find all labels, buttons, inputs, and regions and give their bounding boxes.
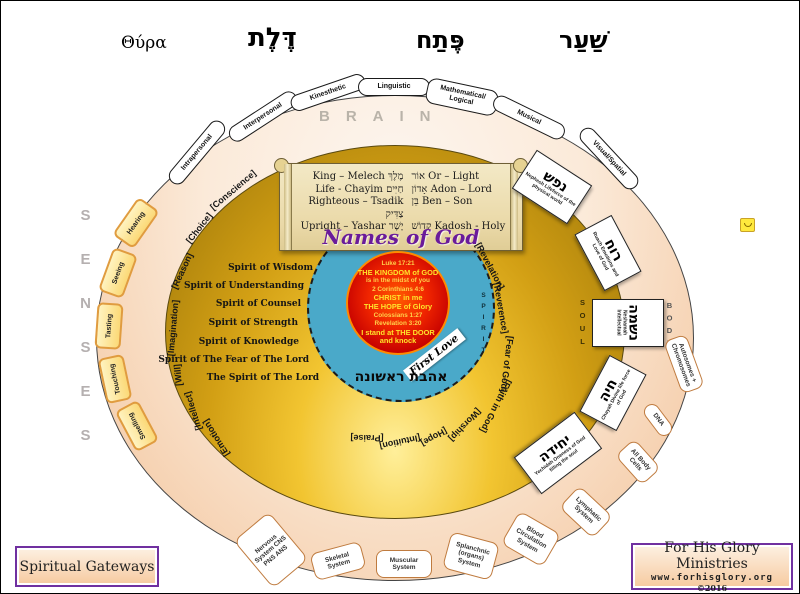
names-of-god-scroll: King – Melech מֶלֶךְ אוֹר Or – Light Life… (274, 158, 528, 251)
spirit-of-understanding: Spirit of Understanding (184, 281, 304, 291)
soul-level-neshamah: נשמה Neshamah Intellectual (592, 299, 664, 347)
scroll-roll-right (510, 164, 518, 250)
name-life: Life - Chayim חַיִּים (315, 183, 404, 195)
center-line-christ: CHRIST in me (373, 293, 423, 303)
faculty-will: [Will] (172, 363, 184, 387)
system-pill-muscular: Muscular System (376, 550, 432, 578)
sense-box-tasting: Tasting (94, 302, 124, 350)
center-line-revelation: Revelation 3:20 (374, 320, 422, 328)
center-line-hope: THE HOPE of Glory (363, 302, 433, 311)
center-line-midst: is in the midst of you (366, 277, 430, 285)
sticky-note-icon (740, 218, 755, 232)
poster-title-box: Spiritual Gateways (15, 546, 159, 587)
faculty-praise: [Praise] (350, 432, 384, 444)
poster-title: Spiritual Gateways (19, 558, 155, 575)
spirit-of-counsel: Spirit of Counsel (215, 299, 301, 309)
name-righteous: Righteous – Tsadik צַדִּיק (308, 196, 404, 220)
senses-region-label: SENSES (77, 207, 94, 471)
center-line-kingdom: THE KINGDOM of GOD (357, 267, 439, 277)
name-ben: בֵּן Ben – Son (411, 196, 473, 207)
gateway-word-greek: Θύρα (121, 33, 167, 53)
name-kadosh: קָדוֹשׁ Kadosh - Holy (411, 221, 506, 232)
body-region-label: BODY (665, 301, 674, 351)
name-or: אוֹר Or – Light (411, 171, 480, 182)
spirit-of-the-lord: The Spirit of The Lord (206, 373, 319, 383)
brain-region-label: BRAIN (319, 108, 447, 125)
name-king: King – Melech מֶלֶךְ (312, 171, 404, 182)
gateway-word-petach: פֶּתַח (416, 25, 465, 54)
ministry-copyright: ©2016 (696, 583, 728, 593)
center-line-corinthians: 2 Corinthians 4:6 (372, 285, 424, 293)
ministry-name: For His Glory Ministries (664, 540, 760, 572)
first-love-hebrew: אהבת ראשונה (354, 369, 448, 385)
gateway-word-delet: דֶּלֶת (248, 23, 297, 53)
name-adon: אָדוֹן Adon – Lord (411, 183, 492, 195)
spirit-of-strength: Spirit of Strength (208, 318, 298, 328)
neshamah-hebrew: נשמה (625, 304, 642, 342)
kingdom-center-circle: Luke 17:21 THE KINGDOM of GOD is in the … (346, 251, 450, 355)
names-of-god-title: Names of God (322, 225, 480, 249)
center-line-door: I stand at THE DOOR (361, 327, 435, 337)
center-line-colossians: Colossians 1:27 (373, 311, 423, 319)
soul-region-label: SOUL (578, 298, 587, 350)
ministry-credit-box: For His Glory Ministries www.forhisglory… (631, 540, 793, 593)
spirit-of-wisdom: Spirit of Wisdom (228, 263, 313, 273)
name-upright: Upright – Yashar יָשָׁר (300, 221, 404, 232)
intelligence-pill-linguistic: Linguistic (358, 78, 430, 96)
spirit-region-label: SPIRIT (480, 292, 487, 358)
names-of-god-list: King – Melech מֶלֶךְ אוֹר Or – Light Life… (294, 171, 508, 234)
gateway-word-shaar: שַׁעַר (559, 25, 608, 54)
ministry-website: www.forhisglory.org (651, 573, 773, 583)
center-line-luke: Luke 17:21 (381, 260, 415, 268)
scroll-roll-left (284, 164, 292, 250)
spirit-of-knowledge: Spirit of Knowledge (198, 337, 299, 347)
center-line-knock: and knock (379, 336, 417, 346)
spirit-of-fear-of-the-lord: Spirit of The Fear of The Lord (158, 355, 309, 365)
